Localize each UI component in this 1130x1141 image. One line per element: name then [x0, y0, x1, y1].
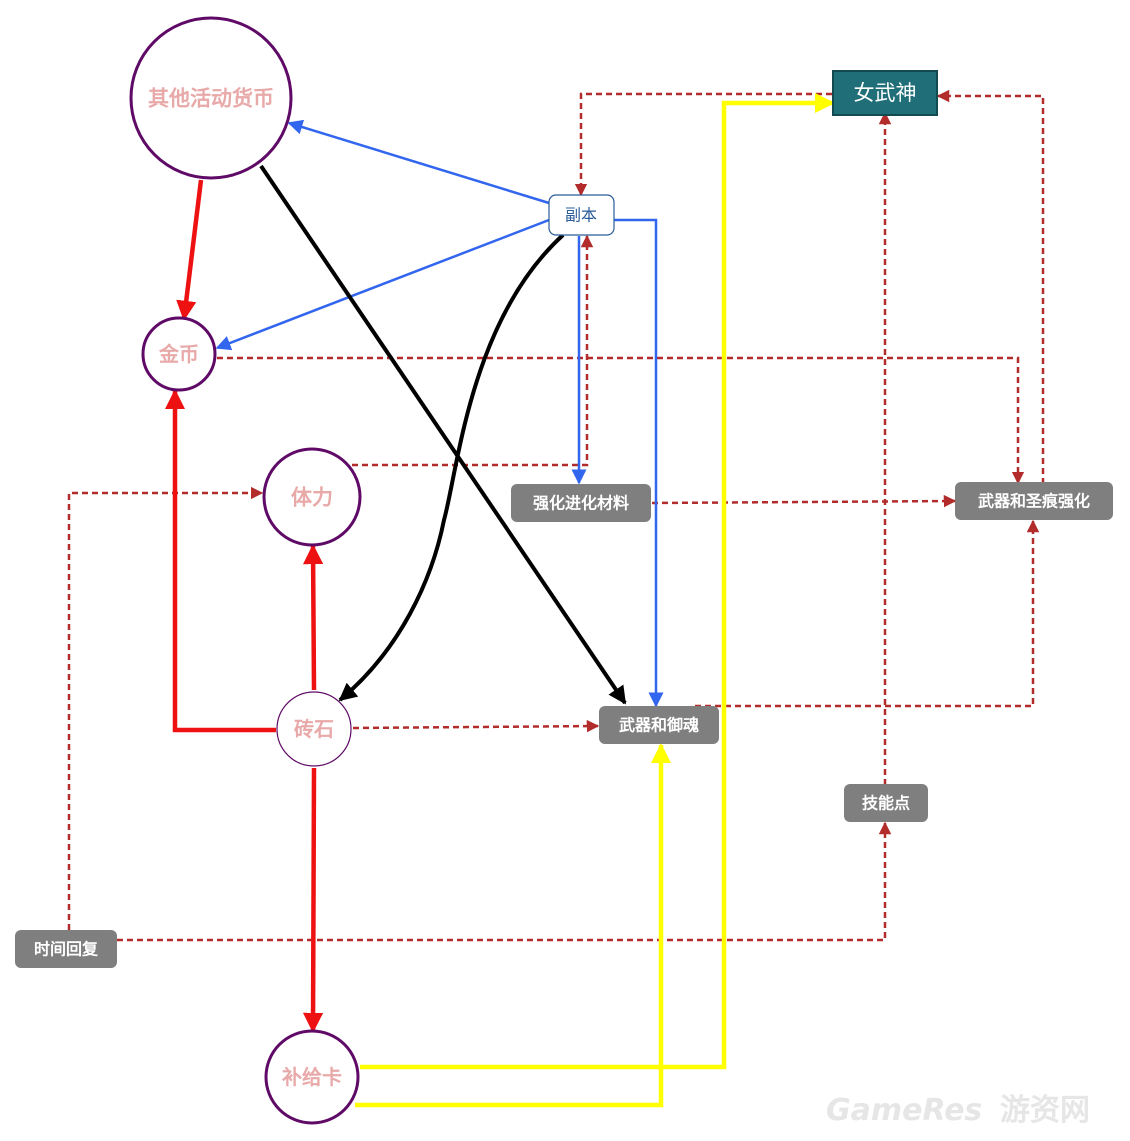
node-supply-card-label: 补给卡 — [281, 1065, 342, 1089]
edge-gem-to-supply-card — [302, 767, 324, 1034]
edge-material-to-weapon-stigmata — [651, 494, 957, 508]
red-edges — [164, 179, 324, 1034]
edge-time-to-skillpoint — [117, 821, 892, 942]
edge-dungeon-to-weapon-soul — [614, 218, 664, 708]
edge-other-currency-to-weapon-soul — [259, 164, 627, 705]
edge-supply-card-to-weapon-soul — [355, 742, 672, 1108]
node-gem: 砖石 — [276, 691, 352, 767]
edge-stamina-to-dungeon — [352, 234, 594, 467]
watermark-brand: GameRes — [826, 1093, 982, 1128]
edge-supply-card-to-valkyrie — [360, 92, 836, 1070]
watermark-brand-cn: 游资网 — [1000, 1093, 1090, 1128]
edge-weapon-soul-to-weapon-stigmata — [695, 519, 1040, 708]
edge-gem-to-gold — [164, 388, 276, 733]
yellow-edges — [355, 92, 836, 1108]
edge-other-currency-to-gold — [176, 179, 204, 322]
edge-gem-to-weapon-soul — [352, 719, 600, 733]
node-weapon-soul-label: 武器和御魂 — [619, 716, 699, 735]
edge-weapon-stigmata-to-valkyrie — [936, 89, 1045, 484]
node-weapon-soul: 武器和御魂 — [599, 706, 719, 744]
black-edges — [259, 164, 627, 705]
node-skill-point: 技能点 — [844, 784, 928, 822]
node-gold: 金币 — [141, 316, 217, 392]
dashed-edges — [67, 89, 1045, 942]
watermark: GameRes 游资网 — [826, 1093, 1090, 1128]
edge-valkyrie-to-dungeon — [574, 92, 832, 197]
edge-gold-to-weapon-stigmata — [217, 356, 1025, 485]
blue-edges — [215, 119, 664, 708]
node-valkyrie-label: 女武神 — [854, 81, 917, 105]
node-other-currency-label: 其他活动货币 — [148, 86, 274, 111]
node-enhance-material: 强化进化材料 — [511, 484, 651, 522]
node-enhance-material-label: 强化进化材料 — [533, 494, 629, 513]
node-stamina: 体力 — [262, 447, 362, 547]
edge-dungeon-to-gem — [338, 233, 565, 702]
node-weapon-stigmata-enhance: 武器和圣痕强化 — [955, 482, 1113, 520]
node-weapon-stigmata-enhance-label: 武器和圣痕强化 — [978, 492, 1090, 511]
edge-dungeon-to-other-currency — [287, 119, 550, 205]
node-dungeon-label: 副本 — [565, 206, 597, 225]
edge-gem-to-stamina — [303, 543, 324, 691]
node-gold-label: 金币 — [158, 342, 199, 366]
node-valkyrie: 女武神 — [832, 70, 938, 116]
node-gem-label: 砖石 — [294, 717, 334, 741]
node-supply-card: 补给卡 — [264, 1029, 360, 1125]
node-time-recovery-label: 时间回复 — [34, 940, 99, 959]
edge-time-to-stamina — [67, 486, 264, 930]
node-other-currency: 其他活动货币 — [129, 16, 293, 180]
node-dungeon: 副本 — [548, 194, 615, 236]
edge-dungeon-to-gold — [215, 218, 550, 351]
node-skill-point-label: 技能点 — [862, 794, 910, 813]
node-time-recovery: 时间回复 — [15, 930, 117, 968]
node-stamina-label: 体力 — [291, 485, 333, 510]
